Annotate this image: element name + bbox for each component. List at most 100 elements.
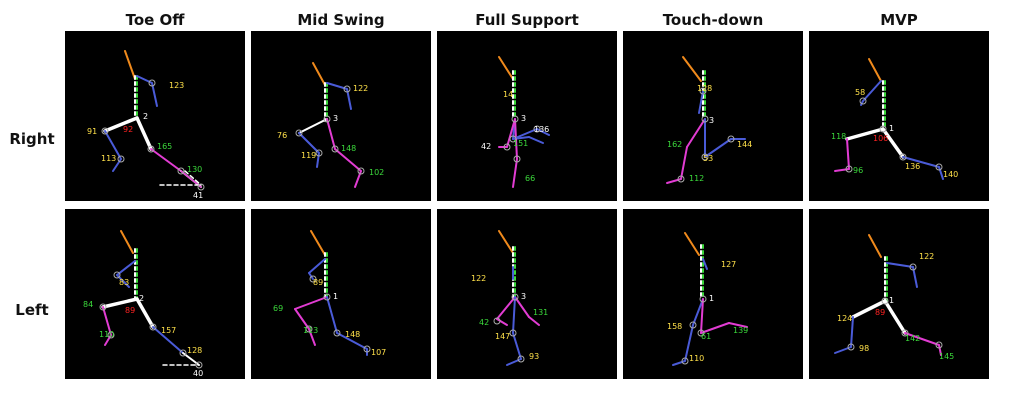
- angle-label: 69: [273, 304, 283, 313]
- angle-label: 122: [353, 84, 368, 93]
- angle-label: 89: [875, 308, 885, 317]
- skeleton-segment: [496, 318, 508, 326]
- column-title-mvp: MVP: [880, 11, 918, 29]
- joint-marker: [909, 263, 917, 271]
- skeleton-segment: [512, 158, 518, 188]
- skeleton-segment: [151, 82, 158, 107]
- skeleton-segment: [728, 322, 748, 328]
- joint-marker: [147, 145, 155, 153]
- angle-label: 14: [503, 90, 513, 99]
- skeleton-segment: [680, 146, 688, 180]
- joint-marker: [197, 183, 205, 191]
- angle-label: 165: [157, 142, 172, 151]
- skeleton-segment: [101, 297, 139, 309]
- joint-marker: [195, 361, 203, 369]
- angle-label: 96: [853, 166, 863, 175]
- skeleton-segment: [528, 316, 540, 326]
- angle-label: 119: [301, 151, 316, 160]
- skeleton-segment: [294, 296, 328, 310]
- skeleton-segment: [702, 258, 708, 270]
- angle-label: 145: [939, 352, 954, 361]
- skeleton-segment: [684, 232, 700, 256]
- angle-label: 144: [737, 140, 752, 149]
- angle-label: 93: [529, 352, 539, 361]
- row-title-left: Left: [15, 301, 49, 319]
- skeleton-segment: [528, 136, 544, 144]
- skeleton-segment: [850, 316, 854, 348]
- angle-label: 140: [943, 170, 958, 179]
- joint-marker: [879, 125, 887, 133]
- angle-label: 1: [709, 294, 714, 303]
- angle-label: 123: [169, 81, 184, 90]
- skeleton-segment: [124, 50, 136, 80]
- skeleton-segment: [851, 299, 887, 319]
- skeleton-segment: [514, 296, 530, 318]
- angle-label: 110: [99, 330, 114, 339]
- angle-label: 128: [187, 346, 202, 355]
- skeleton-segment: [846, 138, 850, 170]
- angle-label: 3: [521, 114, 526, 123]
- joint-marker: [363, 345, 371, 353]
- angle-label: 110: [689, 354, 704, 363]
- angle-label: 151: [513, 139, 528, 148]
- skeleton-segment: [938, 166, 944, 180]
- skeleton-segment: [698, 90, 704, 114]
- angle-label: 76: [277, 131, 287, 140]
- skeleton-segment: [326, 296, 338, 334]
- skeleton-segment: [834, 168, 850, 172]
- joint-marker: [107, 331, 115, 339]
- angle-label: 2: [139, 294, 144, 303]
- skeleton-segment: [103, 116, 139, 133]
- joint-marker: [517, 355, 525, 363]
- skeleton-segment: [845, 127, 885, 141]
- skeleton-segment: [536, 128, 550, 136]
- joint-marker: [148, 79, 156, 87]
- angle-label: 131: [533, 308, 548, 317]
- angle-label: 84: [83, 300, 93, 309]
- angle-label: 2: [143, 112, 148, 121]
- angle-label: 1: [333, 292, 338, 301]
- skeleton-segment: [135, 297, 155, 329]
- joint-marker: [295, 129, 303, 137]
- skeleton-segment: [881, 127, 905, 159]
- angle-label: 91: [87, 127, 97, 136]
- skeleton-segment: [868, 234, 882, 258]
- joint-marker: [179, 349, 187, 357]
- angle-label: 41: [193, 191, 203, 200]
- angle-label: 147: [495, 332, 510, 341]
- angle-label: 127: [721, 260, 736, 269]
- skeleton-segment: [334, 148, 362, 172]
- skeleton-segment: [666, 178, 682, 184]
- joint-marker: [503, 143, 511, 151]
- angle-label: 157: [161, 326, 176, 335]
- skeleton-segment: [498, 230, 514, 254]
- skeleton-segment: [104, 130, 122, 160]
- angle-label: 142: [905, 334, 920, 343]
- skeleton-segment: [868, 58, 882, 82]
- angle-label: 113: [101, 154, 116, 163]
- angle-label: 58: [855, 88, 865, 97]
- skeleton-segment: [184, 170, 202, 186]
- joint-marker: [847, 343, 855, 351]
- angle-label: 128: [697, 84, 712, 93]
- joint-marker: [681, 357, 689, 365]
- joint-marker: [699, 87, 707, 95]
- joint-marker: [701, 115, 709, 123]
- angle-label: 83: [119, 278, 129, 287]
- joint-marker: [149, 323, 157, 331]
- skeleton-segment: [902, 156, 940, 168]
- skeleton-segment: [326, 118, 336, 150]
